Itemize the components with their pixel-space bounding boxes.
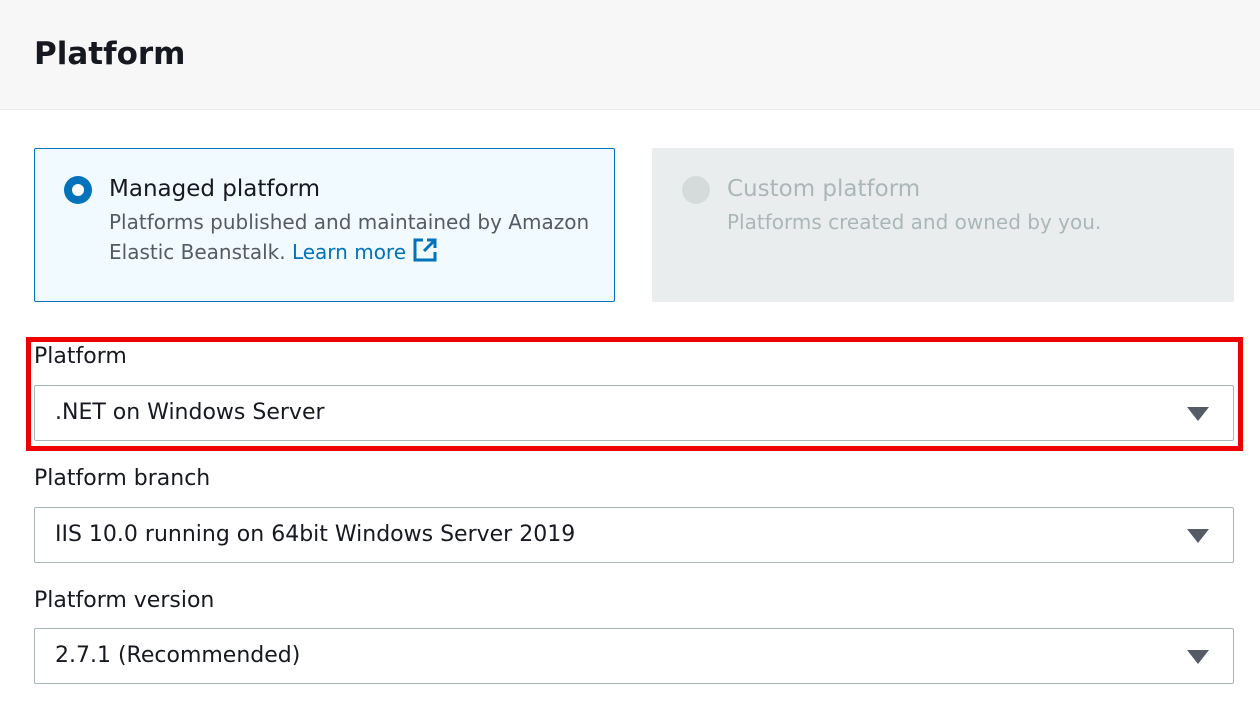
learn-more-label: Learn more	[291, 240, 407, 264]
platform-select-value: .NET on Windows Server	[55, 400, 325, 425]
platform-branch-select[interactable]: IIS 10.0 running on 64bit Windows Server…	[34, 507, 1234, 563]
caret-down-icon	[1187, 529, 1209, 543]
platform-version-select-value: 2.7.1 (Recommended)	[55, 643, 301, 668]
platform-field-highlight	[26, 337, 1243, 451]
caret-down-icon	[1187, 650, 1209, 664]
external-link-icon	[412, 237, 438, 271]
custom-platform-title: Custom platform	[727, 176, 921, 202]
platform-label: Platform	[34, 344, 127, 369]
learn-more-link[interactable]: Learn more	[291, 238, 438, 264]
custom-platform-radio	[682, 176, 710, 204]
platform-branch-select-value: IIS 10.0 running on 64bit Windows Server…	[55, 522, 576, 547]
platform-version-select[interactable]: 2.7.1 (Recommended)	[34, 628, 1234, 684]
managed-platform-description: Platforms published and maintained by Am…	[109, 207, 599, 271]
managed-platform-description-text: Platforms published and maintained by Am…	[109, 210, 590, 264]
managed-platform-radio[interactable]	[64, 176, 92, 204]
managed-platform-tile[interactable]: Managed platform Platforms published and…	[34, 148, 615, 302]
section-header: Platform	[0, 0, 1260, 110]
platform-version-label: Platform version	[34, 588, 215, 613]
platform-branch-label: Platform branch	[34, 466, 211, 491]
caret-down-icon	[1187, 407, 1209, 421]
custom-platform-description: Platforms created and owned by you.	[727, 210, 1102, 234]
custom-platform-tile: Custom platform Platforms created and ow…	[652, 148, 1234, 302]
managed-platform-title: Managed platform	[109, 176, 320, 202]
platform-select[interactable]: .NET on Windows Server	[34, 385, 1234, 441]
section-title: Platform	[34, 36, 186, 72]
